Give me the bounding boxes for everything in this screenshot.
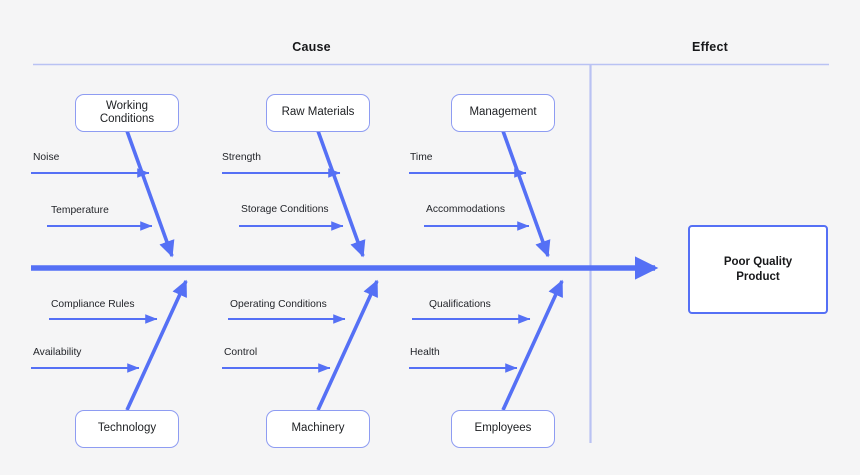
branch-line-technology: [125, 279, 188, 411]
sub-cause-label-strength: Strength: [222, 152, 261, 163]
branch-line-raw-materials: [316, 130, 366, 258]
sub-cause-label-availability: Availability: [33, 347, 82, 358]
sub-cause-label-operating-conditions: Operating Conditions: [230, 299, 327, 310]
sub-cause-label-qualifications: Qualifications: [429, 299, 491, 310]
branch-line-management: [501, 130, 551, 258]
sub-cause-label-temperature: Temperature: [51, 205, 109, 216]
effect-box-poor-quality-product[interactable]: Poor Quality Product: [688, 225, 828, 314]
category-box-management[interactable]: Management: [451, 94, 555, 132]
category-box-machinery[interactable]: Machinery: [266, 410, 370, 448]
sub-cause-label-compliance-rules: Compliance Rules: [51, 299, 135, 310]
section-header-effect: Effect: [692, 40, 728, 54]
sub-cause-label-storage-conditions: Storage Conditions: [241, 204, 329, 215]
sub-cause-label-control: Control: [224, 347, 258, 358]
category-box-employees[interactable]: Employees: [451, 410, 555, 448]
sub-cause-label-accommodations: Accommodations: [426, 204, 505, 215]
branch-line-machinery: [316, 279, 379, 411]
sub-cause-label-time: Time: [410, 152, 433, 163]
branch-line-employees: [501, 279, 564, 411]
category-box-raw-materials[interactable]: Raw Materials: [266, 94, 370, 132]
branch-line-working-conditions: [125, 130, 175, 258]
sub-cause-label-health: Health: [410, 347, 440, 358]
category-box-working-conditions[interactable]: Working Conditions: [75, 94, 179, 132]
category-box-technology[interactable]: Technology: [75, 410, 179, 448]
sub-cause-label-noise: Noise: [33, 152, 60, 163]
section-header-cause: Cause: [292, 40, 331, 54]
